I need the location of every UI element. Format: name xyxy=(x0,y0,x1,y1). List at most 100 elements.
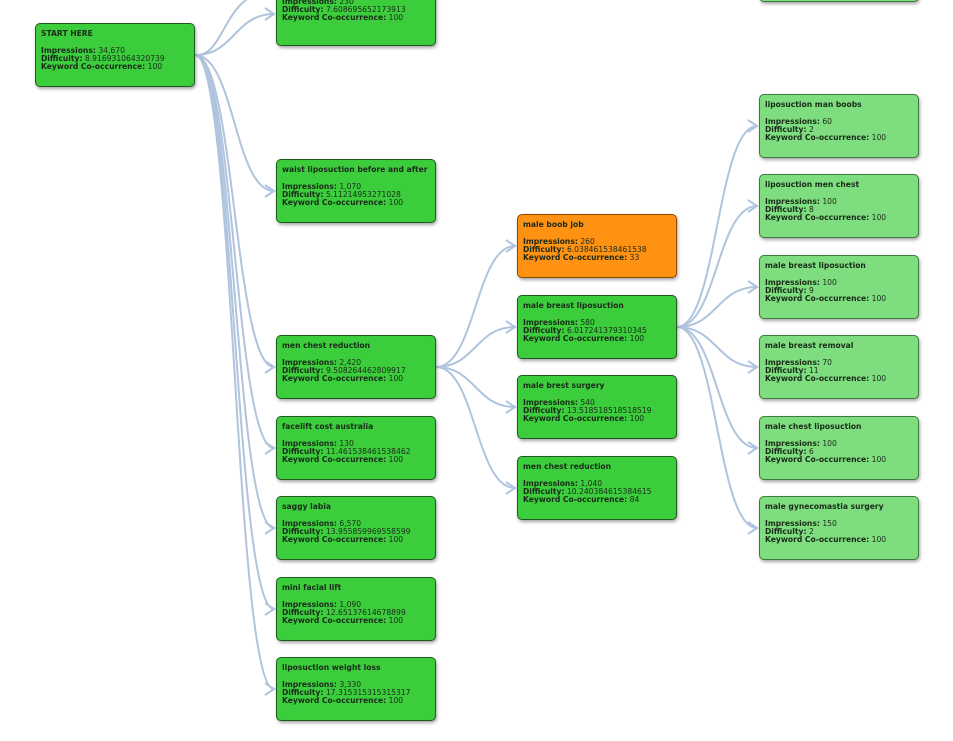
node-keyword[interactable]: men chest reduction Impressions: 1,040 D… xyxy=(517,456,677,520)
node-keyword-leaf[interactable]: male gynecomastia surgery Impressions: 1… xyxy=(759,496,919,560)
difficulty-value: 13.518518518518519 xyxy=(566,406,652,416)
edge-connector xyxy=(505,239,517,253)
difficulty-value: 6.038461538461538 xyxy=(566,245,647,255)
difficulty-value: 13.955859969558599 xyxy=(325,527,411,537)
difficulty-value: 8.916931064320739 xyxy=(84,54,165,64)
cooccurrence-value: 100 xyxy=(388,13,404,23)
edge-connector xyxy=(747,521,759,535)
node-keyword-top-edge xyxy=(759,0,919,2)
edge-connector xyxy=(747,199,759,213)
impressions-value: 3,330 xyxy=(339,679,362,689)
edge-connector xyxy=(676,326,758,368)
edge-connector xyxy=(676,125,758,328)
impressions-value: 230 xyxy=(339,0,354,6)
edge-connector xyxy=(264,602,276,616)
node-title: male boob job xyxy=(523,220,584,229)
node-title: male brest surgery xyxy=(523,381,605,390)
cooccurrence-value: 100 xyxy=(871,294,887,304)
impressions-value: 130 xyxy=(339,438,354,448)
difficulty-value: 11 xyxy=(808,366,819,376)
node-keyword[interactable]: liposuction weight loss Impressions: 3,3… xyxy=(276,657,436,721)
edge-connector xyxy=(676,326,758,449)
edge-connector xyxy=(435,366,516,489)
cooccurrence-value: 100 xyxy=(388,455,404,465)
node-title: facelift cost australia xyxy=(282,422,374,431)
node-keyword[interactable]: mini facial lift Impressions: 1,090 Diff… xyxy=(276,577,436,641)
impressions-value: 70 xyxy=(822,357,832,367)
edge-connector xyxy=(505,400,517,414)
edge-connector xyxy=(676,205,758,328)
difficulty-value: 2 xyxy=(808,125,814,135)
edge-connector xyxy=(747,119,759,133)
edge-connector xyxy=(676,286,758,328)
cooccurrence-value: 84 xyxy=(629,495,640,505)
node-keyword[interactable]: facelift cost australia Impressions: 130… xyxy=(276,416,436,480)
impressions-value: 1,040 xyxy=(580,478,603,488)
node-start-here[interactable]: START HERE Impressions: 34,670 Difficult… xyxy=(35,23,195,87)
impressions-value: 1,070 xyxy=(339,181,362,191)
edge-connector xyxy=(194,54,275,690)
node-keyword-leaf[interactable]: male chest liposuction Impressions: 100 … xyxy=(759,416,919,480)
impressions-value: 6,570 xyxy=(339,518,362,528)
difficulty-value: 12.65137614678899 xyxy=(325,608,406,618)
impressions-value: 2,420 xyxy=(339,357,362,367)
node-title: liposuction man boobs xyxy=(765,100,862,109)
edge-connector xyxy=(435,366,516,408)
cooccurrence-value: 100 xyxy=(388,696,404,706)
node-keyword[interactable]: male brest surgery Impressions: 540 Diff… xyxy=(517,375,677,439)
node-keyword[interactable]: waist liposuction before and after Impre… xyxy=(276,159,436,223)
node-keyword[interactable]: men chest reduction Impressions: 2,420 D… xyxy=(276,335,436,399)
edge-connector xyxy=(264,7,276,21)
node-title: liposuction men chest xyxy=(765,180,860,189)
node-keyword-leaf[interactable]: male breast liposuction Impressions: 100… xyxy=(759,255,919,319)
impressions-value: 540 xyxy=(580,397,595,407)
edge-connector xyxy=(194,54,275,610)
edge-connector xyxy=(264,184,276,198)
impressions-value: 100 xyxy=(822,196,837,206)
node-keyword-leaf[interactable]: liposuction men chest Impressions: 100 D… xyxy=(759,174,919,238)
cooccurrence-value: 100 xyxy=(871,535,887,545)
node-title: saggy labia xyxy=(282,502,331,511)
edge-connector xyxy=(264,521,276,535)
cooccurrence-value: 33 xyxy=(629,253,640,263)
edge-connector xyxy=(194,13,275,56)
edge-connector xyxy=(435,245,516,368)
impressions-value: 100 xyxy=(822,277,837,287)
difficulty-value: 8 xyxy=(808,205,814,215)
difficulty-value: 11.461538461538462 xyxy=(325,447,411,457)
node-keyword[interactable]: Impressions: 230 Difficulty: 7.608695652… xyxy=(276,0,436,46)
edge-connector xyxy=(676,326,758,529)
edge-connector xyxy=(435,326,516,368)
difficulty-value: 17.315315315315317 xyxy=(325,688,411,698)
edge-connector xyxy=(505,481,517,495)
node-keyword-leaf[interactable]: male breast removal Impressions: 70 Diff… xyxy=(759,335,919,399)
node-keyword-highlighted[interactable]: male boob job Impressions: 260 Difficult… xyxy=(517,214,677,278)
node-keyword[interactable]: male breast liposuction Impressions: 580… xyxy=(517,295,677,359)
cooccurrence-value: 100 xyxy=(388,616,404,626)
node-title: male chest liposuction xyxy=(765,422,862,431)
edge-connector xyxy=(264,441,276,455)
impressions-value: 260 xyxy=(580,236,595,246)
cooccurrence-value: 100 xyxy=(871,213,887,223)
impressions-value: 60 xyxy=(822,116,832,126)
node-title: male breast removal xyxy=(765,341,854,350)
cooccurrence-value: 100 xyxy=(629,414,645,424)
cooccurrence-value: 100 xyxy=(629,334,645,344)
difficulty-value: 10.240384615384615 xyxy=(566,487,652,497)
edge-connector xyxy=(264,682,276,696)
node-title: male breast liposuction xyxy=(765,261,866,270)
edge-connector xyxy=(747,360,759,374)
edge-connector xyxy=(194,54,275,529)
impressions-value: 580 xyxy=(580,317,595,327)
impressions-value: 150 xyxy=(822,518,837,528)
node-title: male breast liposuction xyxy=(523,301,624,310)
node-title: START HERE xyxy=(41,29,93,38)
edge-connector xyxy=(196,0,248,56)
node-keyword-leaf[interactable]: liposuction man boobs Impressions: 60 Di… xyxy=(759,94,919,158)
node-title: mini facial lift xyxy=(282,583,342,592)
node-keyword[interactable]: saggy labia Impressions: 6,570 Difficult… xyxy=(276,496,436,560)
cooccurrence-value: 100 xyxy=(147,62,163,72)
node-title: waist liposuction before and after xyxy=(282,165,428,174)
edge-connector xyxy=(194,54,275,449)
